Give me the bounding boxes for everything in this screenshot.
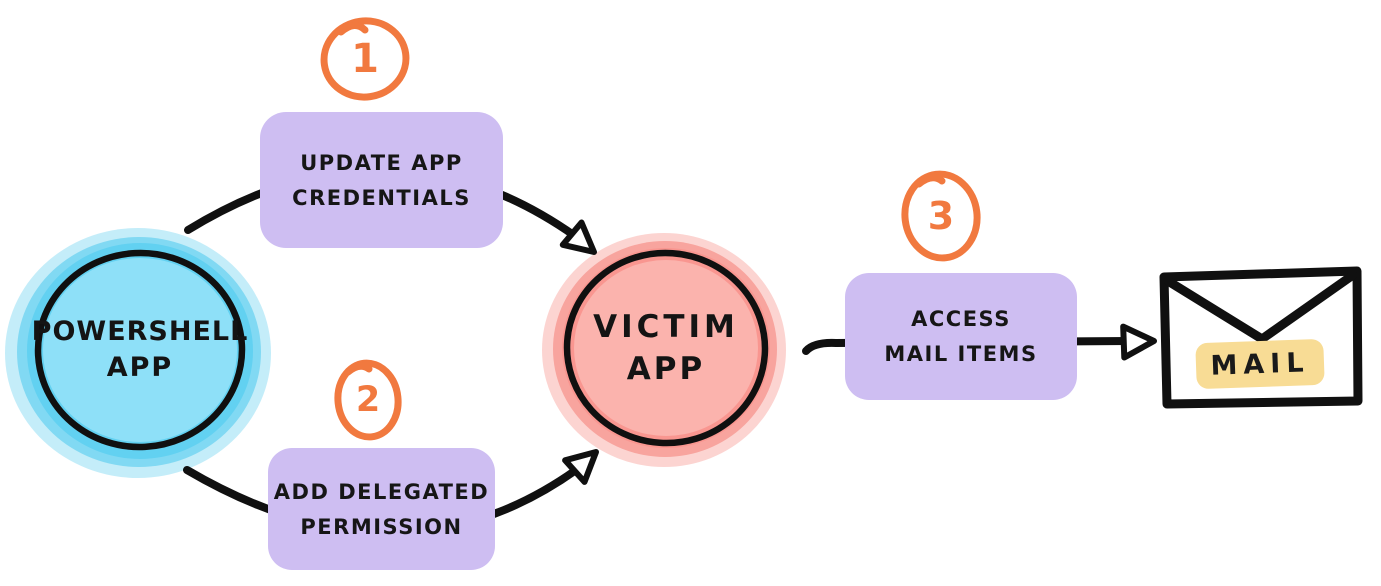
powershell-app-fill	[43, 258, 237, 442]
victim-app-label: VICTIM APP	[566, 290, 766, 408]
step-2-callout: ADD DELEGATED PERMISSION	[268, 448, 495, 570]
step-3-callout-line2: MAIL ITEMS	[884, 342, 1038, 366]
step-1-callout-line1: UPDATE APP	[300, 150, 463, 175]
powershell-app-label-line2: APP	[106, 352, 174, 383]
arrow-3-head	[1120, 323, 1157, 361]
step-3-callout: ACCESS MAIL ITEMS	[845, 273, 1077, 400]
envelope-flap	[1163, 270, 1358, 344]
victim-app-fill	[574, 260, 758, 436]
arrow-access-mail	[802, 323, 1157, 361]
victim-app-ring	[563, 249, 769, 447]
step-2-callout-line2: PERMISSION	[300, 514, 463, 539]
mail-label: MAIL	[1195, 338, 1325, 390]
victim-app-label-line2: APP	[626, 351, 706, 387]
step-2-badge-loop	[344, 362, 373, 376]
arrow-3-line	[802, 337, 1134, 355]
arrow-2-head	[562, 449, 599, 485]
powershell-app-label-line1: POWERSHELL	[31, 315, 249, 347]
step-2-badge-number: 2	[355, 380, 381, 420]
victim-app-label-line1: VICTIM	[593, 309, 739, 346]
step-1-callout-line2: CREDENTIALS	[292, 185, 471, 210]
step-1-badge-number: 1	[351, 36, 379, 82]
step-badge-rings	[320, 17, 981, 441]
powershell-app-label: POWERSHELL APP	[30, 295, 250, 405]
step-2-callout-line1: ADD DELEGATED	[273, 479, 490, 504]
step-1-badge-ring	[320, 17, 410, 101]
step-1-badge-loop	[337, 22, 369, 36]
step-3-badge-number: 3	[927, 194, 955, 238]
arrow-1-head	[559, 219, 597, 255]
powershell-app-ring	[34, 249, 246, 451]
step-1-callout: UPDATE APP CREDENTIALS	[260, 112, 503, 248]
victim-app-node	[542, 233, 786, 467]
powershell-app-node	[5, 228, 271, 478]
step-3-callout-line1: ACCESS	[911, 307, 1011, 331]
step-3-badge-loop	[915, 174, 946, 188]
